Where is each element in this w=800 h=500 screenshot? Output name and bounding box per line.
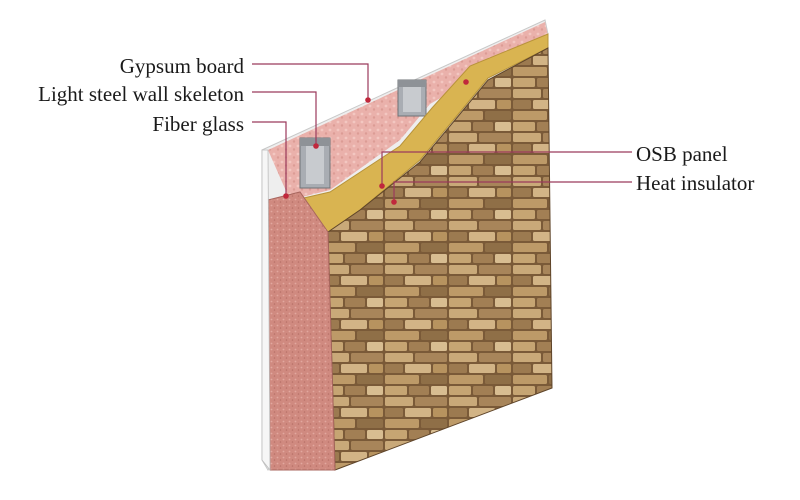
gypsum-board-label: Gypsum board [120, 54, 244, 78]
light-steel-wall-skeleton-label: Light steel wall skeleton [38, 82, 244, 106]
osb-panel-label: OSB panel [636, 142, 728, 166]
fiber-glass-label: Fiber glass [152, 112, 244, 136]
marker-heat [391, 199, 397, 205]
heat-insulator-side [268, 192, 335, 470]
steel-stud-back [398, 80, 426, 116]
marker-fiber [283, 193, 289, 199]
marker-gypsum [365, 97, 371, 103]
marker-top [463, 79, 469, 85]
heat-insulator-label: Heat insulator [636, 171, 754, 195]
marker-osb [379, 183, 385, 189]
leader-gypsum [252, 64, 368, 100]
marker-skeleton [313, 143, 319, 149]
